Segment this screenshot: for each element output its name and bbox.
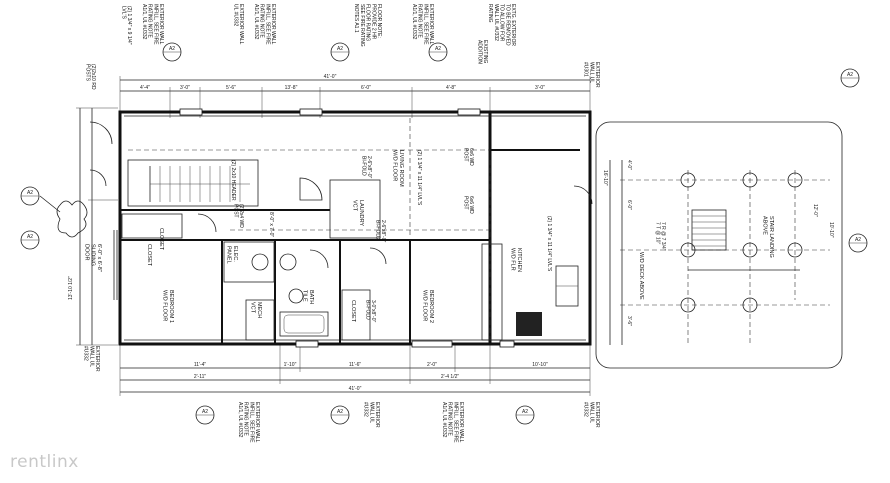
note-top-2: EXTERIOR WALLINFILL, SEE FIRERATING NOTE… — [141, 4, 164, 45]
dim-seg-k: 11'-6" — [349, 362, 362, 368]
room-bedroom-2: BEDROOM 2W/D FLOOR — [422, 290, 434, 323]
room-living: LIVING ROOMW/D FLOOR — [392, 150, 404, 187]
left-dimension-strings: 13'-10 1/2" — [68, 107, 118, 346]
svg-text:A2: A2 — [855, 237, 861, 243]
svg-text:A2: A2 — [337, 46, 343, 52]
watermark: rentlinx — [10, 452, 79, 472]
dim-seg-j: 2'-11" — [194, 374, 207, 380]
exterior-walls — [118, 108, 592, 348]
dim-stair: 7 R @ 7 3/4"7 T @ 10" — [654, 222, 666, 251]
dim-deck-x1: 4'-0" — [626, 160, 632, 170]
dim-deck-x2: 6'-0" — [626, 200, 632, 210]
room-mech: MECHVCT — [250, 302, 262, 318]
dim-seg-e: 6'-0" — [361, 85, 371, 91]
section-marker: A2 — [20, 230, 40, 250]
note-top-4: EXTERIOR WALLINFILL, SEE FIRERATING NOTE… — [253, 4, 276, 45]
note-beam-1: (2) 1 3/4" x 11 1/4" LVL'S — [416, 150, 422, 206]
note-top-8: EXTG. EXTERIORTO BE REMOVEDTO ALLOW FORW… — [487, 4, 516, 46]
note-left-1: EXTERIORWALL UL#U332 — [83, 346, 101, 372]
note-beam-2: (2) 1 3/4" x 11 1/4" LVL'S — [546, 216, 552, 272]
dim-seg-c: 5'-6" — [226, 85, 236, 91]
section-marker: A2 — [515, 405, 535, 425]
room-laundry: LAUNDRYVCT — [352, 200, 364, 227]
svg-text:A2: A2 — [27, 234, 33, 240]
note-top-5: FLOOR NOTE:PROVIDE 2 HRFLOOR RATINGSEE F… — [353, 4, 382, 47]
svg-text:A2: A2 — [27, 190, 33, 196]
room-kitchen: KITCHENW/D FLR — [510, 248, 522, 272]
section-marker: A2 — [162, 42, 182, 62]
svg-text:A2: A2 — [202, 409, 208, 415]
deck-area — [595, 121, 843, 369]
deck-dimensions: 10'-10" 12'-0" 4'-0" 6'-0" 3'-6" 7 R @ 7… — [602, 160, 834, 326]
room-closet-left: CLOSET — [146, 244, 152, 267]
room-elec-panel: ELEC.PANEL — [226, 246, 238, 264]
note-bottom-4: EXTERIORWALL UL#U332 — [583, 402, 601, 428]
note-post-2: 6x6 WDPOST — [462, 196, 474, 214]
interior-walls — [89, 118, 593, 344]
note-lvl-post: (2)2x4 WDPOST — [232, 204, 244, 228]
note-right-1: EXTERIORWALL UL#U301 — [583, 62, 601, 88]
deck-posts — [680, 172, 803, 313]
svg-text:A2: A2 — [847, 72, 853, 78]
note-bottom-3: EXTERIOR WALLINFILL, SEE FIRERATING NOTE… — [441, 402, 464, 443]
dim-seg-a: 4'-4" — [140, 85, 150, 91]
note-fold-2: 2-6"x8"-0"BI-FOLD — [374, 220, 386, 243]
section-marker: A2 — [848, 233, 868, 253]
note-top-3: EXTERIOR WALLUL #U332 — [232, 4, 244, 45]
dim-seg-g: 3'-0" — [535, 85, 545, 91]
stair-landing-label: STAIR LANDINGABOVE — [762, 216, 774, 258]
dim-seg-d: 13'-8" — [285, 85, 298, 91]
room-bedroom-1: BEDROOM 1W/D FLOOR — [162, 290, 174, 323]
dim-seg-n: 2'-0" — [427, 362, 437, 368]
svg-text:A2: A2 — [337, 409, 343, 415]
section-markers: A2 A2 A2 A2 A2 A2 A2 A2 — [20, 42, 868, 425]
dim-width-left: 13'-10 1/2" — [68, 276, 74, 300]
dim-seg-l: 10'-10" — [532, 362, 548, 368]
note-posts: (2)2x10 RDPOSTS — [84, 64, 96, 90]
sliding-door-label: 6'-0" x 6'-8"SLIDINGDOOR — [83, 244, 102, 272]
room-closet-mid: CLOSET — [350, 300, 356, 323]
dim-width-right: 16'-10" — [602, 170, 608, 186]
dim-deck-w: 12'-0" — [812, 204, 818, 217]
dim-overall-top: 41'-0" — [324, 74, 337, 80]
dim-seg-b: 3'-0" — [180, 85, 190, 91]
room-bath: BATHTILE — [302, 290, 314, 304]
note-bottom-1: EXTERIOR WALLINFILL, SEE FIRERATING NOTE… — [237, 402, 260, 443]
section-marker: A2 — [330, 42, 350, 62]
note-top-1: (2) 1 3/4" x 9 1/4"LVL'S — [120, 6, 132, 45]
dim-seg-m: 2'-4 1/2" — [441, 374, 460, 380]
section-marker: A2 — [840, 68, 860, 88]
note-header: (2) 2x10 HEADER — [230, 160, 236, 201]
section-marker: A2 — [428, 42, 448, 62]
note-post-1: 6x6 WDPOST — [462, 148, 474, 166]
svg-text:A2: A2 — [435, 46, 441, 52]
note-top-7: EXISTINGADDITION — [476, 40, 488, 64]
note-opening: 8'-0" x 7'-0" — [268, 212, 274, 237]
dim-seg-i: 11'-4" — [194, 362, 207, 368]
dim-deck-x3: 3'-6" — [626, 316, 632, 326]
section-marker: A2 — [330, 405, 350, 425]
dim-deck-d: 10'-10" — [828, 222, 834, 238]
dim-seg-f: 4'-8" — [446, 85, 456, 91]
svg-text:A2: A2 — [522, 409, 528, 415]
note-bottom-2: EXTERIORWALL UL#U332 — [363, 402, 381, 428]
dim-seg-h: 1'-10" — [284, 362, 297, 368]
bottom-dimension-strings: 11'-4" 1'-10" 11'-6" 2'-0" 10'-10" 2'-11… — [119, 345, 591, 396]
svg-text:A2: A2 — [169, 46, 175, 52]
note-fold-3: 3-0"x8"-0"BI-FOLD — [364, 300, 376, 323]
callout-notes: (2) 1 3/4" x 9 1/4"LVL'S EXTERIOR WALLIN… — [83, 4, 601, 443]
section-marker: A2 — [195, 405, 215, 425]
top-dimension-strings: 41'-0" 4'-4" 3'-0" 5'-6" 13'-8" 6'-0" 4'… — [119, 74, 591, 118]
room-closet-top: CLOSET — [158, 228, 164, 251]
dim-overall-bottom: 41'-0" — [349, 386, 362, 392]
deck-above-label: W/D DECK ABOVE — [638, 252, 644, 300]
room-labels: CLOSET LIVING ROOMW/D FLOOR LAUNDRYVCT K… — [83, 150, 774, 323]
note-fold-1: 2-6"x8"-0"BI-FOLD — [360, 156, 372, 179]
note-top-6: EXTERIOR WALLINFILL, SEE FIRERATING NOTE… — [411, 4, 434, 45]
section-marker: A2 — [20, 186, 40, 206]
